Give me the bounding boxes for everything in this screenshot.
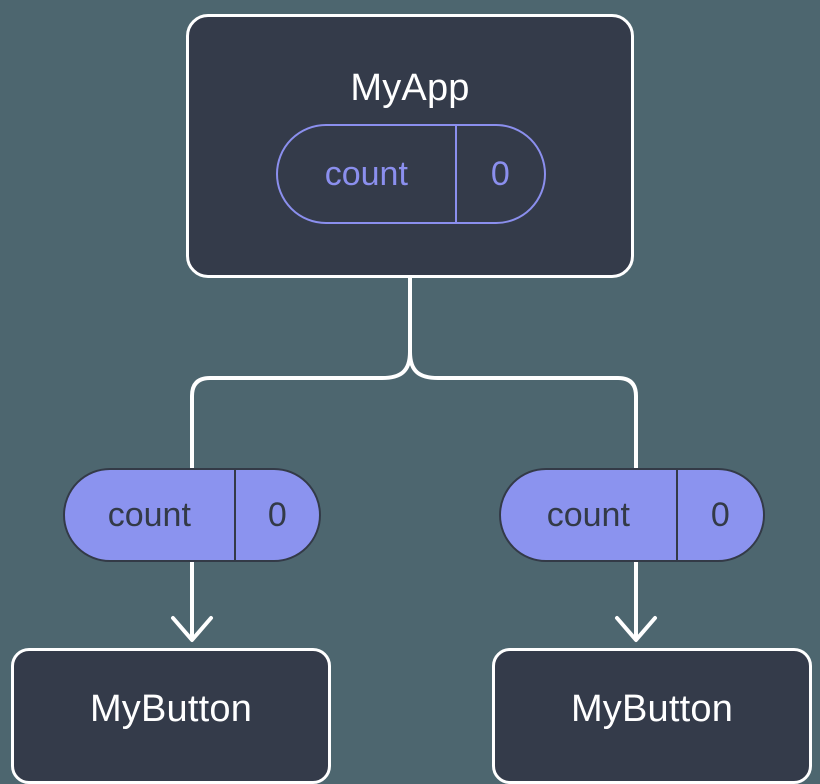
state-pill-myapp-value: 0 (490, 155, 510, 193)
state-pill-left-value: 0 (267, 496, 287, 534)
state-pill-myapp-key: count (278, 126, 457, 222)
node-mybutton-left[interactable]: MyButton (11, 648, 331, 784)
state-pill-right[interactable]: count 0 (499, 468, 765, 562)
state-pill-myapp[interactable]: count 0 (276, 124, 546, 224)
arrow-right (615, 562, 657, 642)
node-mybutton-right[interactable]: MyButton (492, 648, 812, 784)
state-pill-left-key: count (65, 470, 236, 560)
state-pill-right-key: count (501, 470, 678, 560)
node-mybutton-right-label: MyButton (570, 688, 734, 730)
state-pill-right-value: 0 (710, 496, 730, 534)
connector-branch-path (190, 276, 638, 470)
node-myapp-label: MyApp (350, 67, 470, 109)
state-pill-left[interactable]: count 0 (63, 468, 321, 562)
arrow-left (171, 562, 213, 642)
node-mybutton-left-label: MyButton (89, 688, 253, 730)
